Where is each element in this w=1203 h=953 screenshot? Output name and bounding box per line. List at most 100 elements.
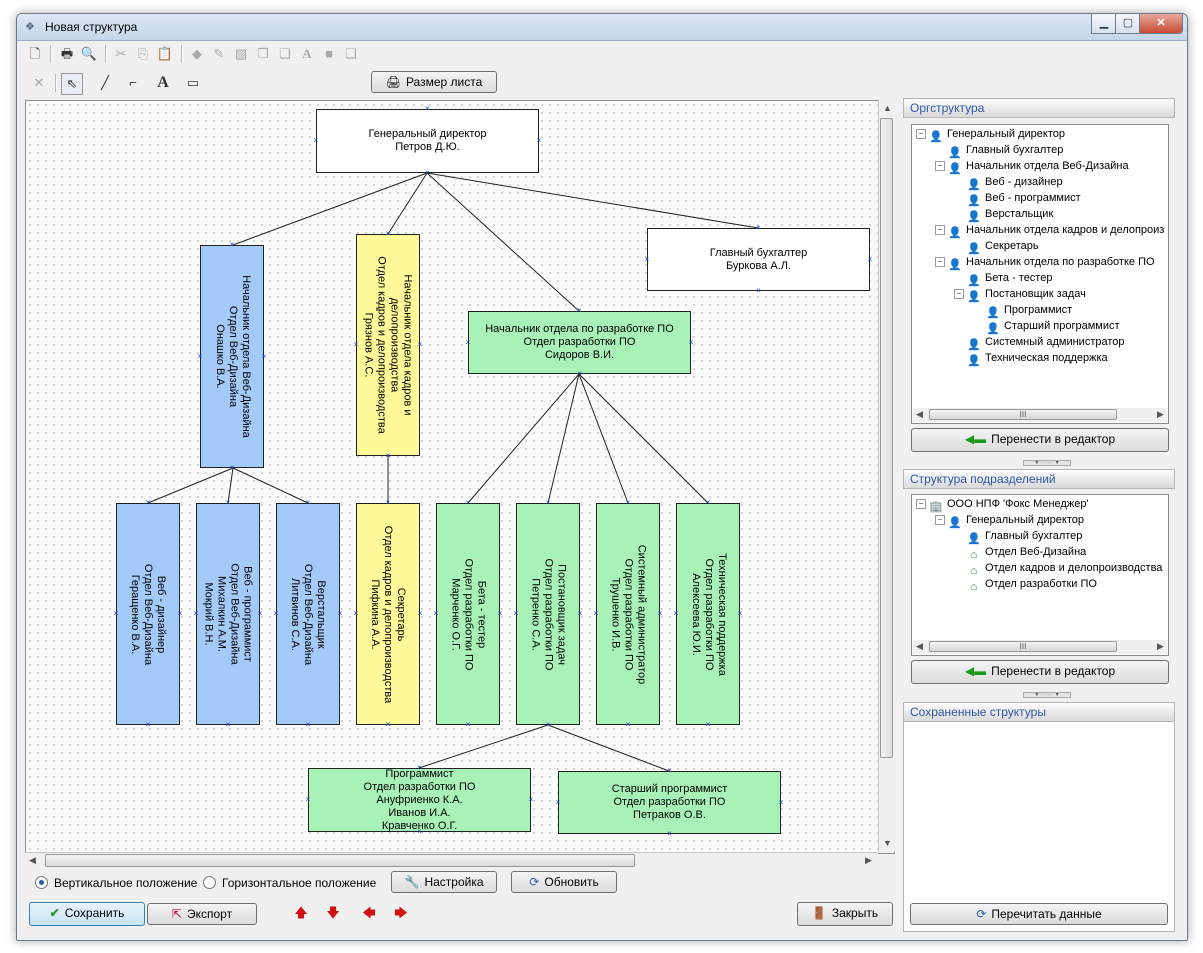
tree-item[interactable]: −👤Генеральный директор <box>935 512 1084 529</box>
connection-point-marker[interactable]: × <box>433 609 439 618</box>
connection-point-marker[interactable]: × <box>385 720 391 729</box>
connection-point-marker[interactable]: × <box>667 829 672 838</box>
connection-point-marker[interactable]: × <box>113 609 119 618</box>
maximize-button[interactable]: ▢ <box>1115 14 1141 34</box>
connection-point-marker[interactable]: × <box>417 763 422 772</box>
move-left-icon[interactable]: 🡄 <box>362 905 376 920</box>
connection-point-marker[interactable]: × <box>385 451 391 460</box>
tree-item[interactable]: ⌂Отдел Веб-Дизайна <box>954 544 1087 561</box>
tree-item[interactable]: ⌂Отдел кадров и делопроизводства <box>954 560 1163 577</box>
scroll-right-icon[interactable]: ▶ <box>865 855 872 865</box>
connection-point-marker[interactable]: × <box>625 498 631 507</box>
tree-item[interactable]: −👤Начальник отдела по разработке ПО <box>935 254 1155 271</box>
paste-icon[interactable]: 📋 <box>156 46 174 61</box>
diagram-canvas[interactable]: Генеральный директор Петров Д.Ю. Начальн… <box>25 100 895 854</box>
collapse-icon[interactable]: − <box>916 129 926 139</box>
connection-point-marker[interactable]: × <box>337 609 343 618</box>
connection-point-marker[interactable]: × <box>497 609 503 618</box>
connection-point-marker[interactable]: × <box>667 766 672 775</box>
org-node-programmer[interactable]: Программист Отдел разработки ПО Ануфриен… <box>308 768 531 832</box>
org-node-hr-head[interactable]: Начальник отдела кадров и делопроизводст… <box>356 234 420 456</box>
refresh-button[interactable]: ⟳Обновить <box>511 871 617 893</box>
connection-point-marker[interactable]: × <box>593 609 599 618</box>
settings-button[interactable]: 🔧Настройка <box>391 871 497 893</box>
rectangle-tool-icon[interactable]: ▭ <box>186 75 200 90</box>
org-node-tech-support[interactable]: Техническая поддержка Отдел разработки П… <box>676 503 740 725</box>
connection-point-marker[interactable]: × <box>229 463 235 472</box>
tree-item[interactable]: 👤Секретарь <box>954 238 1038 255</box>
org-node-sysadmin[interactable]: Системный администратор Отдел разработки… <box>596 503 660 725</box>
send-back-icon[interactable]: ❏ <box>279 46 291 61</box>
close-window-button[interactable]: ✕ <box>1139 14 1183 34</box>
tree-item[interactable]: −👤Начальник отдела кадров и делопроиз <box>935 222 1164 239</box>
tree-item[interactable]: −🏢ООО НПФ 'Фокс Менеджер' <box>916 496 1089 513</box>
connection-point-marker[interactable]: × <box>513 609 519 618</box>
collapse-icon[interactable]: − <box>935 225 945 235</box>
bring-front-icon[interactable]: ❐ <box>257 46 269 61</box>
vertical-scroll-thumb[interactable] <box>880 118 893 758</box>
connection-point-marker[interactable]: × <box>225 498 231 507</box>
shadow-icon[interactable]: ❑ <box>345 46 357 61</box>
pointer-tool-icon[interactable]: ⇖ <box>61 73 83 95</box>
connection-point-marker[interactable]: × <box>273 609 279 618</box>
org-node-beta-tester[interactable]: Бета - тестер Отдел разработки ПО Марчен… <box>436 503 500 725</box>
org-node-general-director[interactable]: Генеральный директор Петров Д.Ю. <box>316 109 539 173</box>
org-node-web-programmer[interactable]: Веб - программист Отдел Веб-Дизайна Миха… <box>196 503 260 725</box>
connection-point-marker[interactable]: × <box>257 609 263 618</box>
connection-point-marker[interactable]: × <box>193 609 199 618</box>
connection-point-marker[interactable]: × <box>688 337 694 347</box>
connection-point-marker[interactable]: × <box>305 720 311 729</box>
reread-data-button[interactable]: ⟳Перечитать данные <box>910 903 1168 925</box>
canvas-horizontal-scrollbar[interactable]: ◀ ▶ <box>25 852 878 869</box>
org-node-po-head[interactable]: Начальник отдела по разработке ПО Отдел … <box>468 311 691 374</box>
org-node-web-head[interactable]: Начальник отдела Веб-Дизайна Отдел Веб-Д… <box>200 245 264 468</box>
collapse-icon[interactable]: − <box>935 161 945 171</box>
print-icon[interactable]: 🖶 <box>60 46 74 61</box>
scroll-up-icon[interactable]: ▲ <box>883 103 892 113</box>
orgstructure-tree[interactable]: ◀ III ▶ −👤Генеральный директор👤Главный б… <box>911 124 1169 424</box>
panel-splitter[interactable]: ▾ ······· ▾ <box>1023 692 1071 698</box>
org-node-task-setter[interactable]: Постановщик задач Отдел разработки ПО Пе… <box>516 503 580 725</box>
title-bar[interactable]: ❖ Новая структура ▁ ▢ ✕ <box>17 14 1187 41</box>
connection-point-marker[interactable]: × <box>705 720 711 729</box>
org-node-layout-designer[interactable]: Верстальщик Отдел Веб-Дизайна Литвинов С… <box>276 503 340 725</box>
save-button[interactable]: ✔Сохранить <box>29 902 145 926</box>
connection-point-marker[interactable]: × <box>528 795 534 804</box>
tree-item[interactable]: ⌂Отдел разработки ПО <box>954 576 1097 593</box>
panel-splitter[interactable]: ▾ ······· ▾ <box>1023 460 1071 466</box>
scroll-right-icon[interactable]: ▶ <box>1157 641 1164 651</box>
connection-point-marker[interactable]: × <box>657 609 663 618</box>
tree-item[interactable]: 👤Бета - тестер <box>954 270 1052 287</box>
tree-horizontal-scrollbar[interactable]: ◀ III ▶ <box>913 640 1167 654</box>
shape-fill-icon[interactable]: ■ <box>325 46 333 61</box>
connection-point-marker[interactable]: × <box>555 797 561 807</box>
scroll-right-icon[interactable]: ▶ <box>1157 409 1164 419</box>
horizontal-position-radio[interactable]: Горизонтальное положение <box>203 876 376 890</box>
connection-point-marker[interactable]: × <box>385 498 391 507</box>
connection-point-marker[interactable]: × <box>536 136 542 145</box>
delete-icon[interactable]: ✕ <box>33 75 45 90</box>
connection-point-marker[interactable]: × <box>577 306 582 315</box>
connection-point-marker[interactable]: × <box>229 240 235 249</box>
tree-item[interactable]: 👤Главный бухгалтер <box>954 528 1082 545</box>
collapse-icon[interactable]: − <box>916 499 926 509</box>
org-node-chief-accountant[interactable]: Главный бухгалтер Буркова А.Л. <box>647 228 870 291</box>
move-down-icon[interactable]: 🡇 <box>326 905 340 920</box>
connection-point-marker[interactable]: × <box>705 498 711 507</box>
subdivisions-tree[interactable]: ◀ III ▶ −🏢ООО НПФ 'Фокс Менеджер'−👤Генер… <box>911 494 1169 656</box>
connection-point-marker[interactable]: × <box>465 498 471 507</box>
tree-item[interactable]: 👤Системный администратор <box>954 334 1124 351</box>
connection-point-marker[interactable]: × <box>385 229 391 238</box>
connection-point-marker[interactable]: × <box>145 720 151 729</box>
connection-point-marker[interactable]: × <box>353 340 359 349</box>
connection-point-marker[interactable]: × <box>313 136 319 145</box>
connection-point-marker[interactable]: × <box>673 609 679 618</box>
connection-point-marker[interactable]: × <box>545 720 551 729</box>
connection-point-marker[interactable]: × <box>644 254 650 264</box>
export-button[interactable]: ⇱Экспорт <box>147 903 257 925</box>
collapse-icon[interactable]: − <box>935 515 945 525</box>
connection-point-marker[interactable]: × <box>417 609 423 618</box>
connection-point-marker[interactable]: × <box>197 351 203 361</box>
connection-point-marker[interactable]: × <box>145 498 151 507</box>
move-up-icon[interactable]: 🡅 <box>294 905 308 920</box>
